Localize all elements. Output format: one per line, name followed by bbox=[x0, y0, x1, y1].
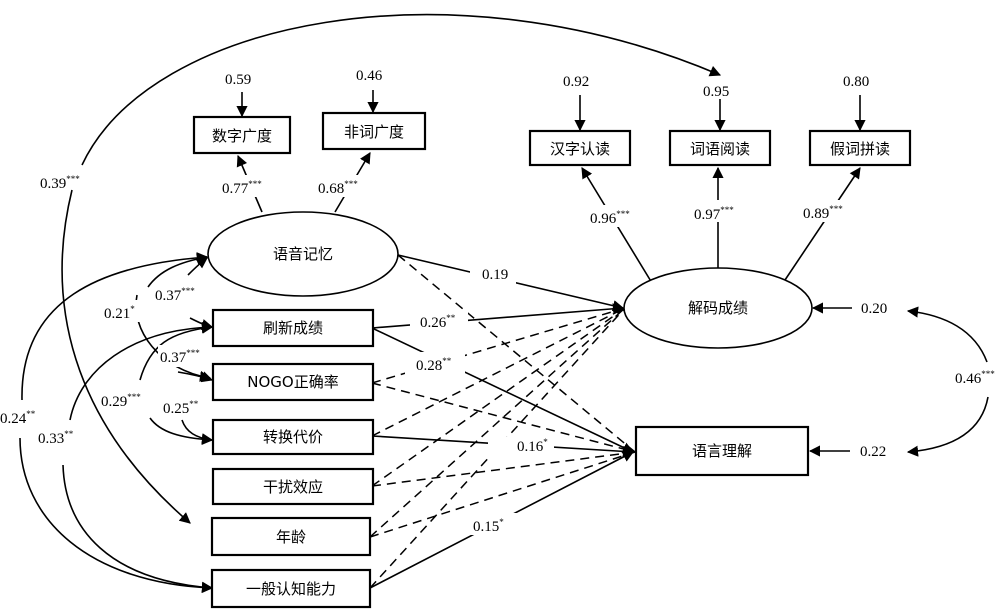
corr-label-024: 0.24** bbox=[0, 409, 36, 427]
label-general-cog: 一般认知能力 bbox=[246, 580, 336, 598]
path-updating-decoding bbox=[371, 303, 625, 329]
box-switching bbox=[211, 418, 375, 456]
box-comprehension bbox=[634, 425, 810, 477]
path-label-016: 0.16* bbox=[517, 437, 548, 455]
box-digit-span bbox=[192, 115, 292, 155]
error-pseudo-reading: 0.80 bbox=[843, 74, 869, 90]
label-age: 年龄 bbox=[276, 528, 306, 546]
path-nogo-comprehension bbox=[371, 382, 636, 453]
box-pseudo-reading bbox=[808, 129, 912, 167]
corr-label-037b: 0.37*** bbox=[160, 348, 200, 366]
path-age-comprehension bbox=[369, 451, 636, 538]
corr-arc-029 bbox=[139, 322, 214, 381]
corr-arc-024 bbox=[21, 252, 209, 401]
path-memory-comprehension bbox=[397, 254, 636, 453]
box-nonword-span bbox=[321, 111, 427, 151]
loading-label-pseudo-reading: 0.89*** bbox=[803, 204, 843, 222]
residual-cov-arc-bottom bbox=[906, 396, 989, 457]
loading-arrow-pseudo-reading bbox=[784, 167, 861, 281]
path-switching-decoding bbox=[371, 307, 626, 437]
path-interference-decoding bbox=[371, 307, 626, 487]
error-nonword-span: 0.46 bbox=[356, 68, 383, 84]
residual-comprehension: 0.22 bbox=[860, 444, 886, 460]
corr-arc-037a-low bbox=[189, 317, 214, 330]
corr-arc-024-low bbox=[19, 437, 214, 594]
label-updating: 刷新成绩 bbox=[263, 319, 323, 337]
path-label-026: 0.26** bbox=[420, 313, 456, 331]
error-digit-span: 0.59 bbox=[225, 72, 251, 88]
corr-arc-033 bbox=[69, 321, 214, 421]
label-digit-span: 数字广度 bbox=[212, 127, 272, 145]
corr-arc-025 bbox=[181, 419, 214, 445]
residual-cov-label: 0.46*** bbox=[955, 369, 995, 387]
label-decoding: 解码成绩 bbox=[688, 299, 748, 317]
box-nogo bbox=[211, 362, 375, 402]
box-general-cog bbox=[210, 568, 372, 609]
corr-arc-033-low bbox=[62, 464, 214, 593]
path-cog-decoding bbox=[369, 307, 626, 589]
label-nonword-span: 非词广度 bbox=[344, 123, 404, 141]
latent-phon-memory bbox=[207, 211, 399, 297]
corr-label-021: 0.21* bbox=[104, 304, 135, 322]
label-comprehension: 语言理解 bbox=[692, 442, 752, 460]
correlation-arc-top bbox=[81, 13, 722, 166]
box-char-reading bbox=[528, 129, 632, 167]
corr-label-039: 0.39*** bbox=[40, 174, 80, 192]
corr-arc-021-top bbox=[147, 253, 209, 288]
loading-label-nonword-span: 0.68*** bbox=[318, 179, 358, 197]
box-word-reading bbox=[668, 129, 772, 167]
loading-label-char-reading: 0.96*** bbox=[590, 209, 630, 227]
corr-arc-029-low bbox=[149, 417, 214, 445]
error-char-reading: 0.92 bbox=[563, 74, 589, 90]
label-pseudo-reading: 假词拼读 bbox=[830, 140, 890, 158]
path-label-028: 0.28** bbox=[416, 356, 452, 374]
corr-label-033: 0.33** bbox=[38, 429, 74, 447]
path-label-019: 0.19 bbox=[482, 267, 508, 283]
corr-label-037a: 0.37*** bbox=[155, 286, 195, 304]
box-age bbox=[210, 516, 372, 557]
label-word-reading: 词语阅读 bbox=[690, 140, 750, 158]
correlation-arc-top-lower bbox=[61, 189, 191, 524]
error-word-reading: 0.95 bbox=[703, 84, 729, 100]
loading-label-word-reading: 0.97*** bbox=[694, 205, 734, 223]
residual-cov-arc-top bbox=[906, 306, 988, 363]
label-phon-memory: 语音记忆 bbox=[273, 245, 333, 263]
label-interference: 干扰效应 bbox=[263, 478, 323, 496]
label-char-reading: 汉字认读 bbox=[550, 140, 610, 158]
label-switching: 转换代价 bbox=[263, 428, 323, 446]
path-label-015: 0.15* bbox=[473, 517, 504, 535]
corr-label-029: 0.29*** bbox=[101, 392, 141, 410]
corr-label-025: 0.25** bbox=[163, 399, 199, 417]
box-interference bbox=[211, 467, 375, 506]
label-nogo: NOGO正确率 bbox=[247, 373, 338, 391]
loading-label-digit-span: 0.77*** bbox=[222, 179, 262, 197]
path-updating-comprehension bbox=[371, 327, 635, 453]
corr-arc-037b bbox=[177, 371, 214, 383]
path-age-decoding bbox=[369, 307, 626, 538]
box-updating bbox=[211, 308, 375, 348]
residual-decoding: 0.20 bbox=[861, 301, 887, 317]
